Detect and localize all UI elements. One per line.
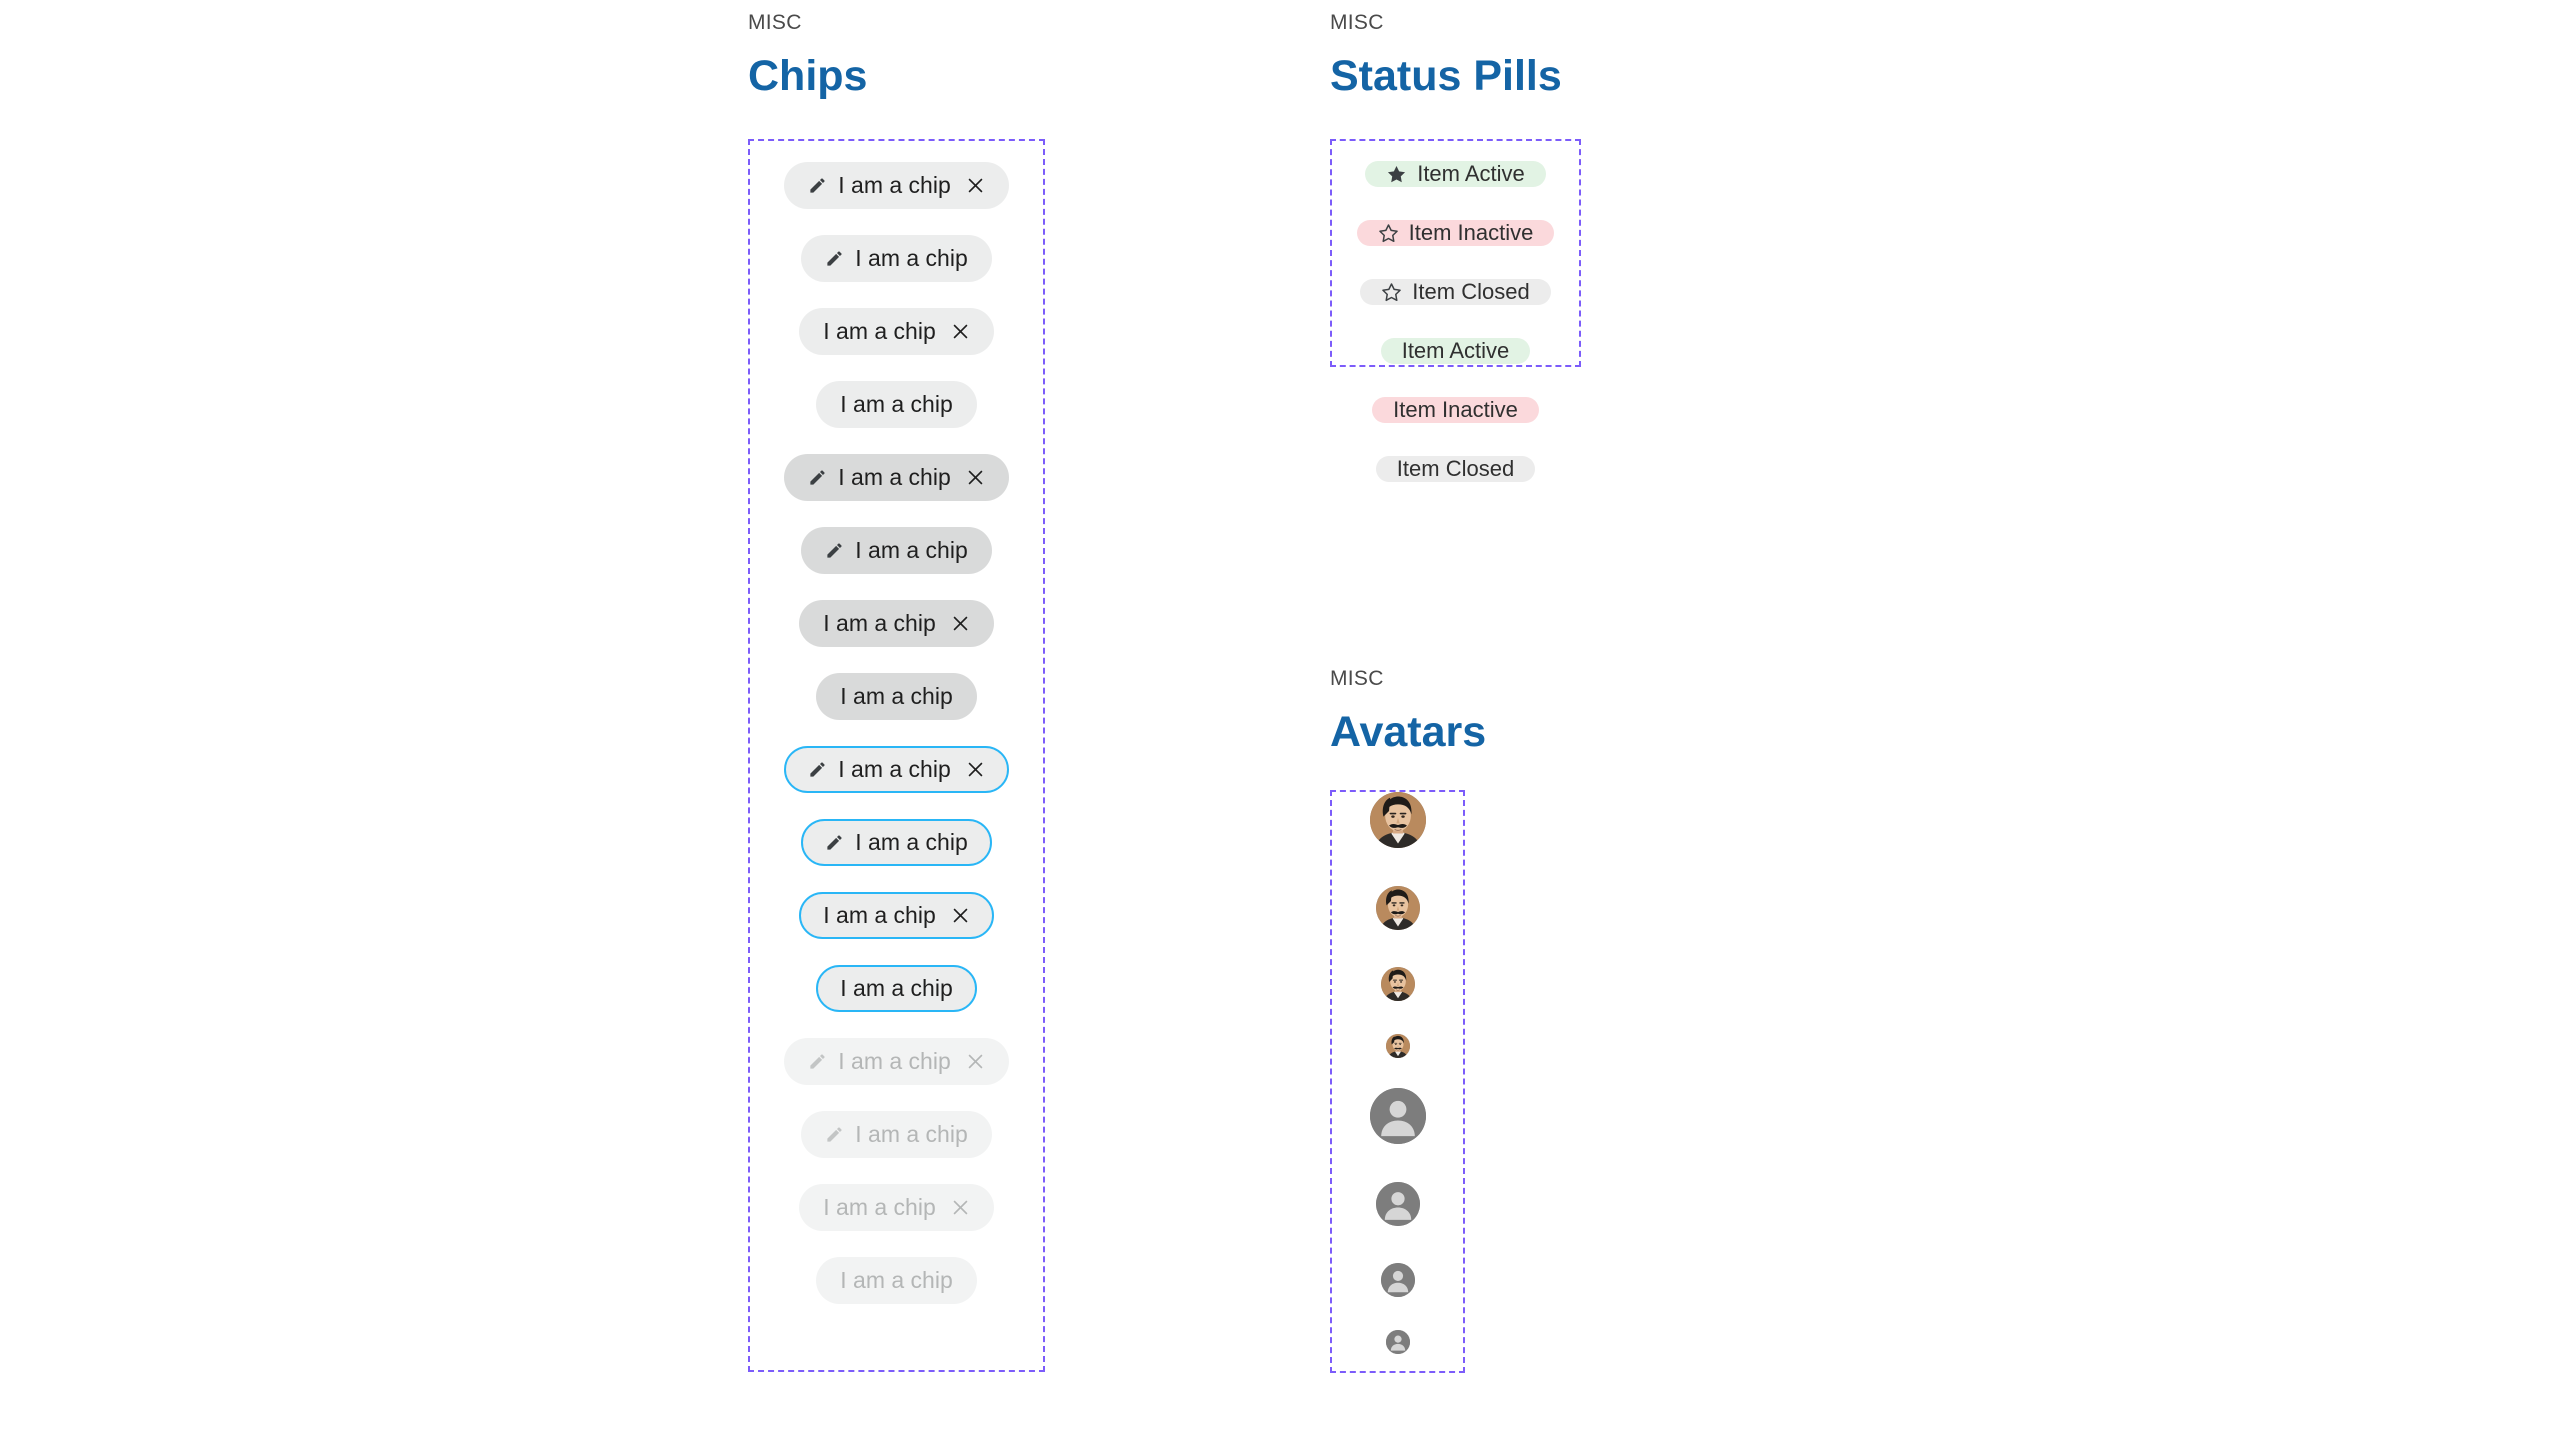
close-icon[interactable]: [966, 760, 985, 779]
avatar-placeholder[interactable]: [1369, 1088, 1426, 1144]
status-pill[interactable]: Item Closed: [1375, 456, 1536, 482]
chip-label: I am a chip: [855, 829, 968, 855]
chip-label: I am a chip: [823, 902, 936, 928]
avatar-photo[interactable]: [1380, 967, 1415, 1001]
chip-label: I am a chip: [840, 1267, 953, 1293]
chips-title: Chips: [748, 52, 868, 100]
close-icon: [966, 1052, 985, 1071]
chip: I am a chip: [816, 1257, 977, 1304]
chips-eyebrow: MISC: [748, 11, 802, 34]
chip-label: I am a chip: [838, 172, 951, 198]
chip[interactable]: I am a chip: [784, 746, 1009, 793]
avatar-placeholder[interactable]: [1385, 1330, 1410, 1354]
status-pills-title: Status Pills: [1330, 52, 1562, 100]
status-pill[interactable]: Item Active: [1365, 161, 1546, 187]
chip[interactable]: I am a chip: [799, 600, 994, 647]
avatar-photo[interactable]: [1385, 1034, 1410, 1058]
chip-label: I am a chip: [855, 245, 968, 271]
chip-label: I am a chip: [838, 464, 951, 490]
avatars-eyebrow: MISC: [1330, 667, 1384, 690]
avatars-section-header: MISC Avatars: [1330, 668, 1486, 754]
status-pill-label: Item Closed: [1412, 279, 1530, 304]
close-icon[interactable]: [966, 468, 985, 487]
pencil-icon[interactable]: [825, 249, 844, 268]
chip-label: I am a chip: [823, 318, 936, 344]
chip-label: I am a chip: [823, 610, 936, 636]
chip-label: I am a chip: [823, 1194, 936, 1220]
chip[interactable]: I am a chip: [816, 673, 977, 720]
avatar-photo[interactable]: [1369, 792, 1426, 848]
chip: I am a chip: [784, 1038, 1009, 1085]
pencil-icon[interactable]: [808, 176, 827, 195]
status-pill-label: Item Closed: [1396, 456, 1515, 481]
status-pills-section-header: MISC Status Pills: [1330, 12, 1562, 98]
chips-section-header: MISC Chips: [748, 12, 867, 98]
status-pill[interactable]: Item Closed: [1360, 279, 1551, 305]
chip: I am a chip: [801, 1111, 992, 1158]
close-icon[interactable]: [951, 614, 970, 633]
status-pill-label: Item Active: [1417, 161, 1525, 186]
status-pill-label: Item Active: [1401, 338, 1510, 363]
chip: I am a chip: [799, 1184, 994, 1231]
star-outline-icon: [1378, 223, 1399, 244]
chip[interactable]: I am a chip: [801, 235, 992, 282]
star-filled-icon: [1386, 164, 1407, 185]
avatar-placeholder[interactable]: [1375, 1182, 1420, 1226]
status-pill[interactable]: Item Inactive: [1356, 220, 1555, 246]
pencil-icon: [808, 1052, 827, 1071]
status-pill-label: Item Inactive: [1393, 397, 1518, 422]
chip[interactable]: I am a chip: [801, 819, 992, 866]
pencil-icon[interactable]: [825, 541, 844, 560]
chips-container: I am a chip I am a chip I am a chip I am a …: [748, 139, 1045, 1372]
close-icon[interactable]: [966, 176, 985, 195]
pencil-icon[interactable]: [808, 468, 827, 487]
chip[interactable]: I am a chip: [799, 892, 994, 939]
avatar-photo[interactable]: [1375, 886, 1420, 930]
pencil-icon[interactable]: [808, 760, 827, 779]
avatars-title: Avatars: [1330, 708, 1487, 756]
star-outline-icon: [1381, 282, 1402, 303]
chip-label: I am a chip: [838, 1048, 951, 1074]
close-icon[interactable]: [951, 322, 970, 341]
chip[interactable]: I am a chip: [799, 308, 994, 355]
avatar-placeholder[interactable]: [1380, 1263, 1415, 1297]
close-icon[interactable]: [951, 906, 970, 925]
avatars-container: [1330, 790, 1465, 1373]
chip-label: I am a chip: [855, 537, 968, 563]
chip-label: I am a chip: [840, 975, 953, 1001]
status-pill[interactable]: Item Inactive: [1372, 397, 1539, 423]
pencil-icon: [825, 1125, 844, 1144]
chip-label: I am a chip: [840, 391, 953, 417]
chip[interactable]: I am a chip: [784, 454, 1009, 501]
chip-label: I am a chip: [855, 1121, 968, 1147]
chip-label: I am a chip: [838, 756, 951, 782]
status-pills-eyebrow: MISC: [1330, 11, 1384, 34]
close-icon: [951, 1198, 970, 1217]
status-pill[interactable]: Item Active: [1380, 338, 1531, 364]
pencil-icon[interactable]: [825, 833, 844, 852]
chip[interactable]: I am a chip: [816, 381, 977, 428]
chip[interactable]: I am a chip: [801, 527, 992, 574]
status-pill-label: Item Inactive: [1408, 220, 1534, 245]
chip[interactable]: I am a chip: [784, 162, 1009, 209]
chip-label: I am a chip: [840, 683, 953, 709]
chip[interactable]: I am a chip: [816, 965, 977, 1012]
